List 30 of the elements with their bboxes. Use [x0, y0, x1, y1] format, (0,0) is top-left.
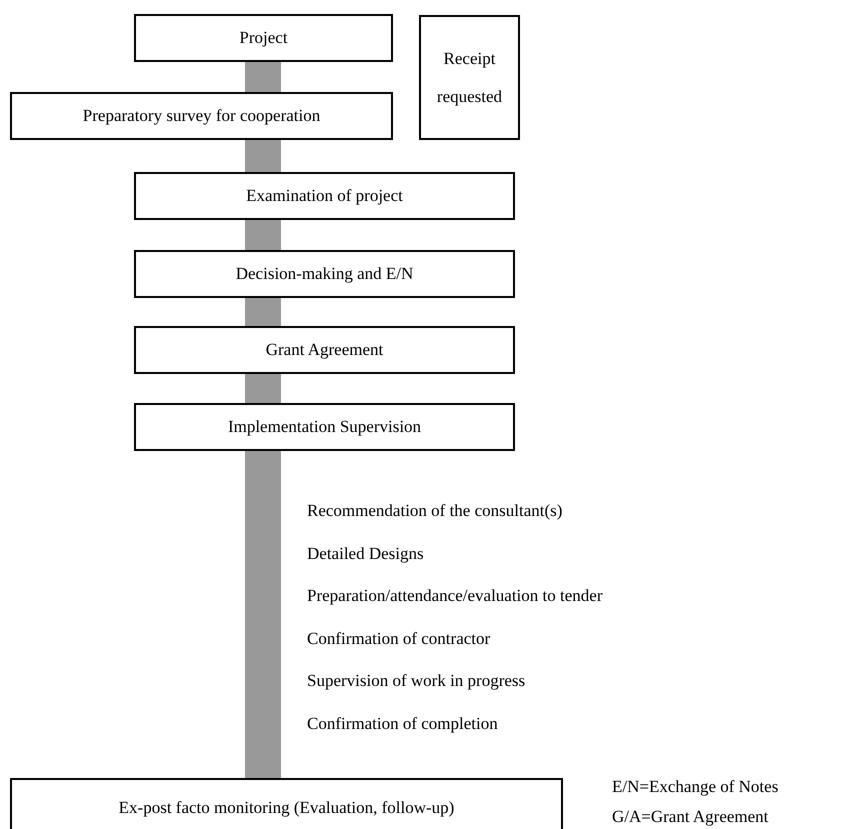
process-box — [134, 172, 515, 220]
connector-bar — [245, 451, 281, 778]
step-label: Detailed Designs — [307, 543, 424, 564]
step-label: Supervision of work in progress — [307, 670, 526, 692]
box-text: Receipt requested — [436, 48, 504, 108]
step-label: Preparation/attendance/evaluation to tender — [307, 585, 602, 606]
box-text: Implementation Supervision — [228, 416, 422, 438]
step-label: Confirmation of contractor — [307, 628, 490, 650]
process-box — [134, 326, 515, 374]
process-box — [134, 403, 515, 451]
abbreviation-note: G/A=Grant Agreement — [612, 806, 768, 828]
step-label: Recommendation of the consultant(s) — [307, 500, 562, 522]
box-text: Preparatory survey for cooperation — [82, 105, 320, 128]
process-box — [419, 15, 520, 140]
abbreviation-note: E/N=Exchange of Notes — [612, 776, 778, 798]
box-text: Examination of project — [246, 185, 403, 208]
connector-bar — [245, 140, 281, 172]
box-text: Grant Agreement — [266, 339, 384, 362]
box-text: Decision-making and E/N — [236, 263, 414, 286]
process-box — [134, 250, 515, 298]
process-box — [10, 778, 563, 829]
box-text: Project — [239, 27, 288, 50]
process-box — [10, 92, 393, 140]
connector-bar — [245, 220, 281, 250]
process-box — [134, 14, 393, 62]
connector-bar — [245, 298, 281, 326]
box-text: Ex-post facto monitoring (Evaluation, follow-up) — [118, 797, 454, 820]
step-label: Confirmation of completion — [307, 713, 498, 734]
connector-bar — [245, 62, 281, 92]
connector-bar — [245, 374, 281, 403]
